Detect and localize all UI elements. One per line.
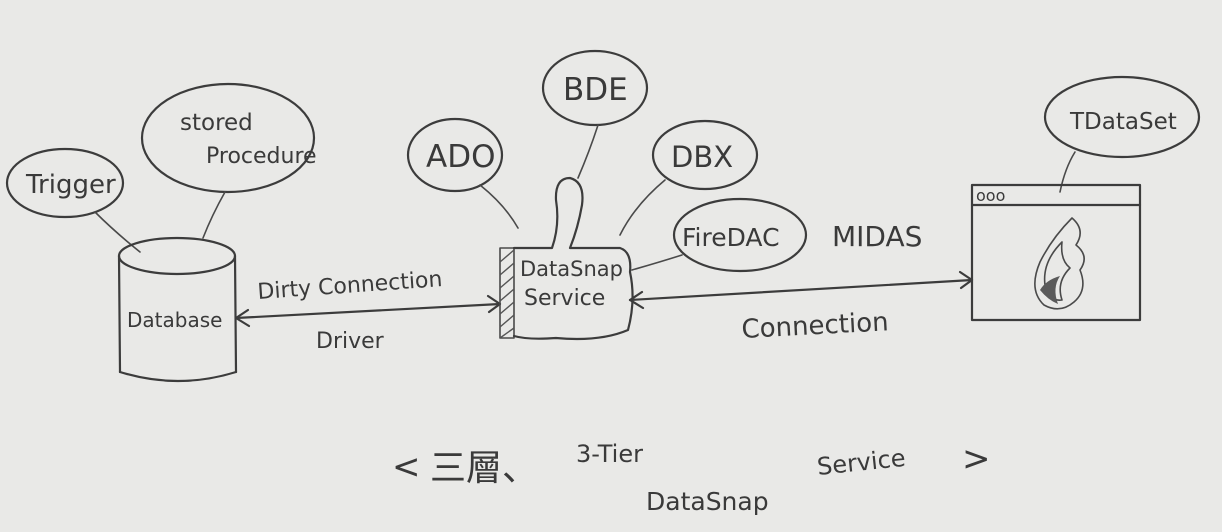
database-cylinder: Database: [117, 236, 238, 383]
datasnap-label: DataSnap: [520, 257, 623, 281]
caption: < 三層、 3-Tier DataSnap Service >: [392, 439, 991, 516]
client-window: ooo: [970, 183, 1142, 322]
flame-icon: [1034, 217, 1085, 310]
window-buttons: ooo: [976, 186, 1005, 205]
caption-service: Service: [816, 444, 907, 481]
bde-bubble: BDE: [541, 49, 649, 179]
firedac-label: FireDAC: [682, 223, 780, 252]
datasnap-service-node: DataSnap Service: [499, 176, 634, 341]
ado-bubble: ADO: [406, 117, 519, 229]
caption-3-tier: 3-Tier: [576, 440, 643, 468]
driver-arrow: Dirty Connection Driver: [234, 267, 502, 354]
trigger-label: Trigger: [25, 170, 116, 200]
dbx-label: DBX: [671, 140, 733, 174]
caption-close-bracket: >: [962, 439, 991, 479]
driver-label: Driver: [316, 329, 385, 354]
firedac-bubble: FireDAC: [631, 197, 808, 273]
procedure-label: Procedure: [206, 144, 317, 169]
midas-label: MIDAS: [832, 220, 922, 253]
tdataset-bubble: TDataSet: [1043, 75, 1201, 193]
connection-label: Connection: [741, 307, 889, 345]
caption-open-bracket: <: [392, 447, 421, 487]
service-label: Service: [524, 286, 605, 311]
database-label: Database: [127, 308, 222, 332]
dbx-bubble: DBX: [619, 119, 759, 236]
ado-label: ADO: [426, 139, 495, 175]
tdataset-label: TDataSet: [1069, 109, 1177, 135]
caption-datasnap: DataSnap: [646, 487, 769, 516]
stored-procedure-bubble: stored Procedure: [140, 82, 317, 239]
bde-label: BDE: [563, 72, 628, 108]
caption-cjk: 三層、: [430, 448, 538, 489]
stored-label: stored: [180, 110, 253, 136]
trigger-bubble: Trigger: [5, 147, 141, 253]
connection-arrow: Connection: [628, 270, 974, 345]
dirty-connection-label: Dirty Connection: [257, 267, 444, 305]
